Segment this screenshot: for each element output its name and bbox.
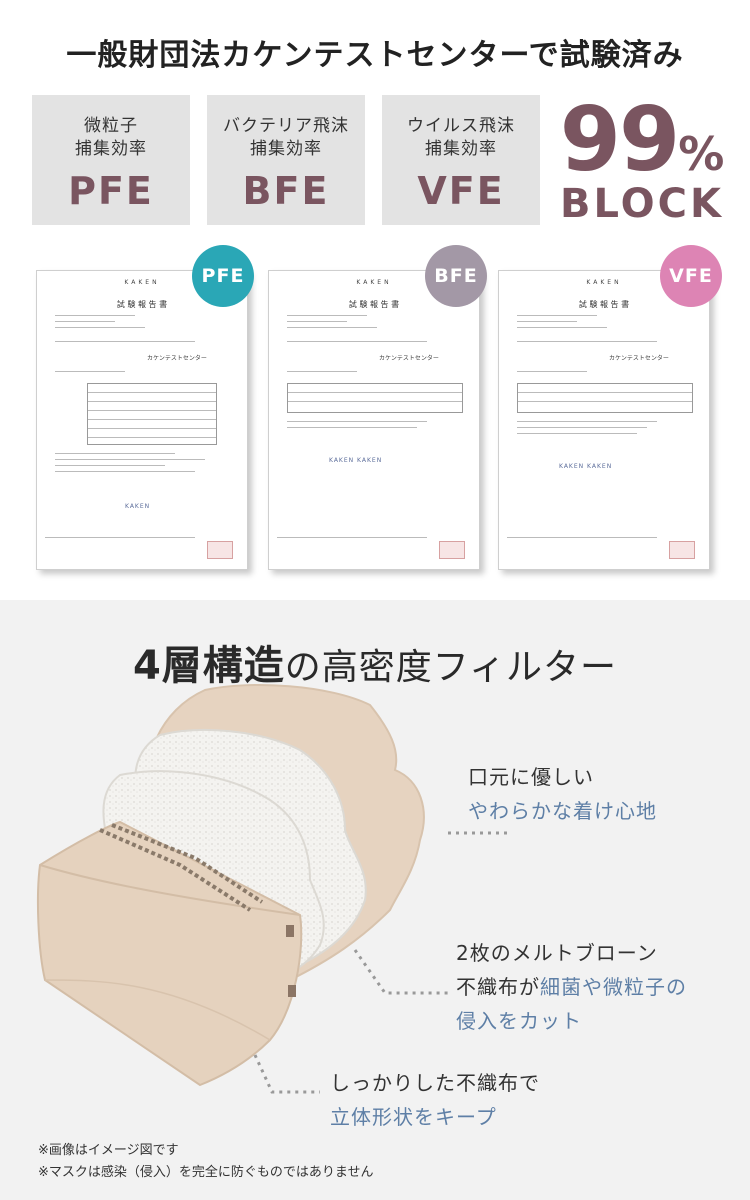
- block-rate: 99% BLOCK: [552, 96, 732, 227]
- mask-layers-illustration: [36, 684, 510, 1094]
- front-layer: [36, 820, 303, 1087]
- report-center: カケンテストセンター: [147, 355, 207, 362]
- metric-label: バクテリア飛沫 捕集効率: [223, 116, 349, 159]
- disclaimer-notes: ※画像はイメージ図です ※マスクは感染（侵入）を完全に防ぐものではありません: [38, 1140, 374, 1184]
- callout-highlight: 立体形状をキープ: [330, 1105, 497, 1129]
- headline: 一般財団法カケンテストセンターで試験済み: [66, 38, 684, 73]
- block-word: BLOCK: [560, 181, 724, 227]
- badge-bfe: BFE: [425, 245, 487, 307]
- note-image: ※画像はイメージ図です: [38, 1143, 179, 1158]
- metric-pfe: 微粒子 捕集効率 PFE: [32, 95, 190, 225]
- callout-soft-layer: 口元に優しい やわらかな着け心地: [468, 760, 657, 828]
- callout-text: 不織布が: [456, 975, 540, 999]
- report-chop: KAKEN KAKEN: [559, 463, 613, 470]
- metric-code: VFE: [417, 169, 505, 213]
- report-chop: KAKEN KAKEN: [329, 457, 383, 464]
- seal-stamp: [439, 541, 465, 559]
- callout-highlight: 細菌や微粒子の: [540, 975, 687, 999]
- report-title: 試 験 報 告 書: [116, 300, 168, 309]
- badge-pfe: PFE: [192, 245, 254, 307]
- report-title: 試 験 報 告 書: [578, 300, 630, 309]
- report-document-vfe: KAKEN 試 験 報 告 書 カケンテストセンター KAKEN KAKEN: [498, 270, 710, 570]
- callout-outer-layer: しっかりした不織布で 立体形状をキープ: [330, 1066, 540, 1134]
- report-brand: KAKEN: [586, 279, 622, 286]
- metric-code: PFE: [68, 169, 154, 213]
- metric-label: 微粒子 捕集効率: [75, 116, 147, 159]
- report-title: 試 験 報 告 書: [348, 300, 400, 309]
- test-results-section: 一般財団法カケンテストセンターで試験済み 微粒子 捕集効率 PFE バクテリア飛…: [32, 38, 732, 570]
- report-chop: KAKEN: [125, 503, 151, 510]
- block-value: 99: [559, 88, 680, 191]
- metric-code: BFE: [242, 169, 330, 213]
- badge-vfe: VFE: [660, 245, 722, 307]
- callout-text: しっかりした不織布で: [330, 1071, 540, 1095]
- structure-title-bold: 4層構造: [132, 643, 285, 689]
- seal-stamp: [669, 541, 695, 559]
- block-percent: %: [678, 127, 725, 181]
- report-document-bfe: KAKEN 試 験 報 告 書 カケンテストセンター KAKEN KAKEN: [268, 270, 480, 570]
- metric-label: ウイルス飛沫 捕集効率: [407, 116, 515, 159]
- callout-text: 口元に優しい: [468, 765, 594, 789]
- report-center: カケンテストセンター: [609, 355, 669, 362]
- structure-title: 4層構造の高密度フィルター: [0, 633, 750, 691]
- callout-highlight: やわらかな着け心地: [468, 799, 657, 823]
- callout-highlight: 侵入をカット: [456, 1009, 582, 1033]
- report-brand: KAKEN: [124, 279, 160, 286]
- seal-stamp: [207, 541, 233, 559]
- report-document-pfe: KAKEN 試 験 報 告 書 カケンテストセンター KAKEN: [36, 270, 248, 570]
- structure-title-rest: の高密度フィルター: [284, 647, 618, 688]
- callout-meltblown-layer: 2枚のメルトブローン 不織布が細菌や微粒子の 侵入をカット: [456, 936, 687, 1038]
- metric-bfe: バクテリア飛沫 捕集効率 BFE: [207, 95, 365, 225]
- report-brand: KAKEN: [356, 279, 392, 286]
- note-infection: ※マスクは感染（侵入）を完全に防ぐものではありません: [38, 1165, 374, 1180]
- metric-vfe: ウイルス飛沫 捕集効率 VFE: [382, 95, 540, 225]
- callout-text: 2枚のメルトブローン: [456, 941, 658, 965]
- report-center: カケンテストセンター: [379, 355, 439, 362]
